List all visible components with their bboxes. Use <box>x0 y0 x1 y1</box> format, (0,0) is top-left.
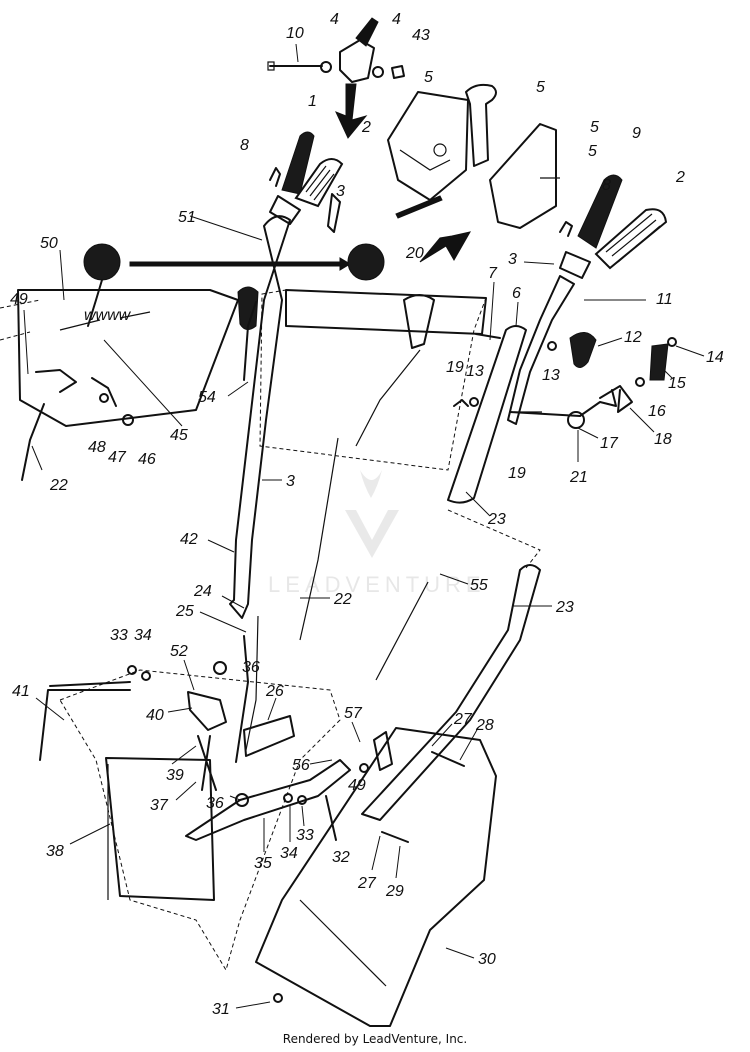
watermark: LEADVENTURE <box>268 470 486 597</box>
callout-label: 23 <box>555 599 574 616</box>
left-panel-assembly: wwww <box>0 243 385 481</box>
callout-label: 3 <box>336 183 345 200</box>
callout-label: 15 <box>668 375 686 392</box>
callout-label: 5 <box>588 143 597 160</box>
callout-label: 49 <box>10 291 28 308</box>
callout-label: 7 <box>488 265 498 282</box>
callout-label: 46 <box>138 451 156 468</box>
callout-label: 18 <box>654 431 672 448</box>
callout-label: 20 <box>405 245 424 262</box>
callout-label: 56 <box>292 757 310 774</box>
callout-label: 36 <box>242 659 260 676</box>
control-box-assembly <box>387 83 560 263</box>
callout-label: 42 <box>180 531 198 548</box>
callout-label: 24 <box>193 583 212 600</box>
callout-label: 50 <box>40 235 58 252</box>
callout-label: 2 <box>361 119 371 136</box>
callout-label: 22 <box>49 477 68 494</box>
callout-label: 16 <box>648 403 666 420</box>
callout-label: 4 <box>330 11 339 28</box>
callout-label: 8 <box>602 177 611 194</box>
callout-label: 19 <box>508 465 526 482</box>
callout-label: 26 <box>265 683 284 700</box>
callout-label: 39 <box>166 767 184 784</box>
callout-label: 36 <box>206 795 224 812</box>
callout-label: 28 <box>475 717 494 734</box>
callout-label: 5 <box>536 79 545 96</box>
callout-label: 12 <box>624 329 642 346</box>
callout-label: 25 <box>175 603 194 620</box>
callout-label: 23 <box>487 511 506 528</box>
credit-line: Rendered by LeadVenture, Inc. <box>282 1032 468 1046</box>
callout-label: 35 <box>254 855 272 872</box>
callout-label: 2 <box>675 169 685 186</box>
callout-label: 3 <box>286 473 295 490</box>
callout-label: 38 <box>46 843 64 860</box>
callout-label: 43 <box>412 27 430 44</box>
callout-label: 34 <box>134 627 152 644</box>
top-bolt-assembly <box>267 17 405 139</box>
callout-label: 51 <box>178 209 196 226</box>
lower-mechanism-assembly <box>39 635 465 972</box>
callout-label: 19 <box>446 359 464 376</box>
callout-label: 40 <box>146 707 164 724</box>
callout-label: 13 <box>466 363 484 380</box>
callout-label: 31 <box>212 1001 230 1018</box>
callout-label: 27 <box>453 711 473 728</box>
callout-label: 22 <box>333 591 352 608</box>
callout-label: 14 <box>706 349 724 366</box>
svg-text:wwww: wwww <box>84 307 132 324</box>
callout-label: 37 <box>150 797 169 814</box>
callout-label: 11 <box>656 291 673 308</box>
callout-label: 49 <box>348 777 366 794</box>
right-handle-assembly <box>507 174 668 425</box>
callout-label: 47 <box>108 449 127 466</box>
callout-label: 48 <box>88 439 106 456</box>
callout-label: 5 <box>424 69 433 86</box>
callout-label: 57 <box>344 705 363 722</box>
callout-label: 54 <box>198 389 216 406</box>
lower-handle-assembly <box>361 509 541 821</box>
watermark-text: LEADVENTURE <box>268 572 486 597</box>
callout-label: 6 <box>512 285 521 302</box>
callout-label: 45 <box>170 427 188 444</box>
base-plate <box>255 727 497 1027</box>
callout-label: 33 <box>296 827 314 844</box>
callout-label: 55 <box>470 577 488 594</box>
callout-label: 32 <box>332 849 350 866</box>
callout-label: 34 <box>280 845 298 862</box>
callout-label: 10 <box>286 25 304 42</box>
callout-label: 1 <box>308 93 317 110</box>
callout-label: 21 <box>569 469 588 486</box>
callout-label: 9 <box>632 125 641 142</box>
callout-label: 41 <box>12 683 30 700</box>
callout-label: 52 <box>170 643 188 660</box>
callout-label: 27 <box>357 875 377 892</box>
callout-label: 33 <box>110 627 128 644</box>
callout-label: 8 <box>240 137 249 154</box>
callout-label: 4 <box>392 11 401 28</box>
callout-label: 13 <box>542 367 560 384</box>
callouts: 10 4 4 43 5 5 1 2 8 5 5 9 3 51 8 2 20 3 … <box>10 11 724 1018</box>
callout-label: 3 <box>508 251 517 268</box>
left-handle-assembly <box>229 131 344 751</box>
callout-label: 5 <box>590 119 599 136</box>
callout-label: 29 <box>385 883 404 900</box>
center-panel-assembly <box>243 289 677 641</box>
callout-label: 17 <box>600 435 619 452</box>
callout-label: 30 <box>478 951 496 968</box>
